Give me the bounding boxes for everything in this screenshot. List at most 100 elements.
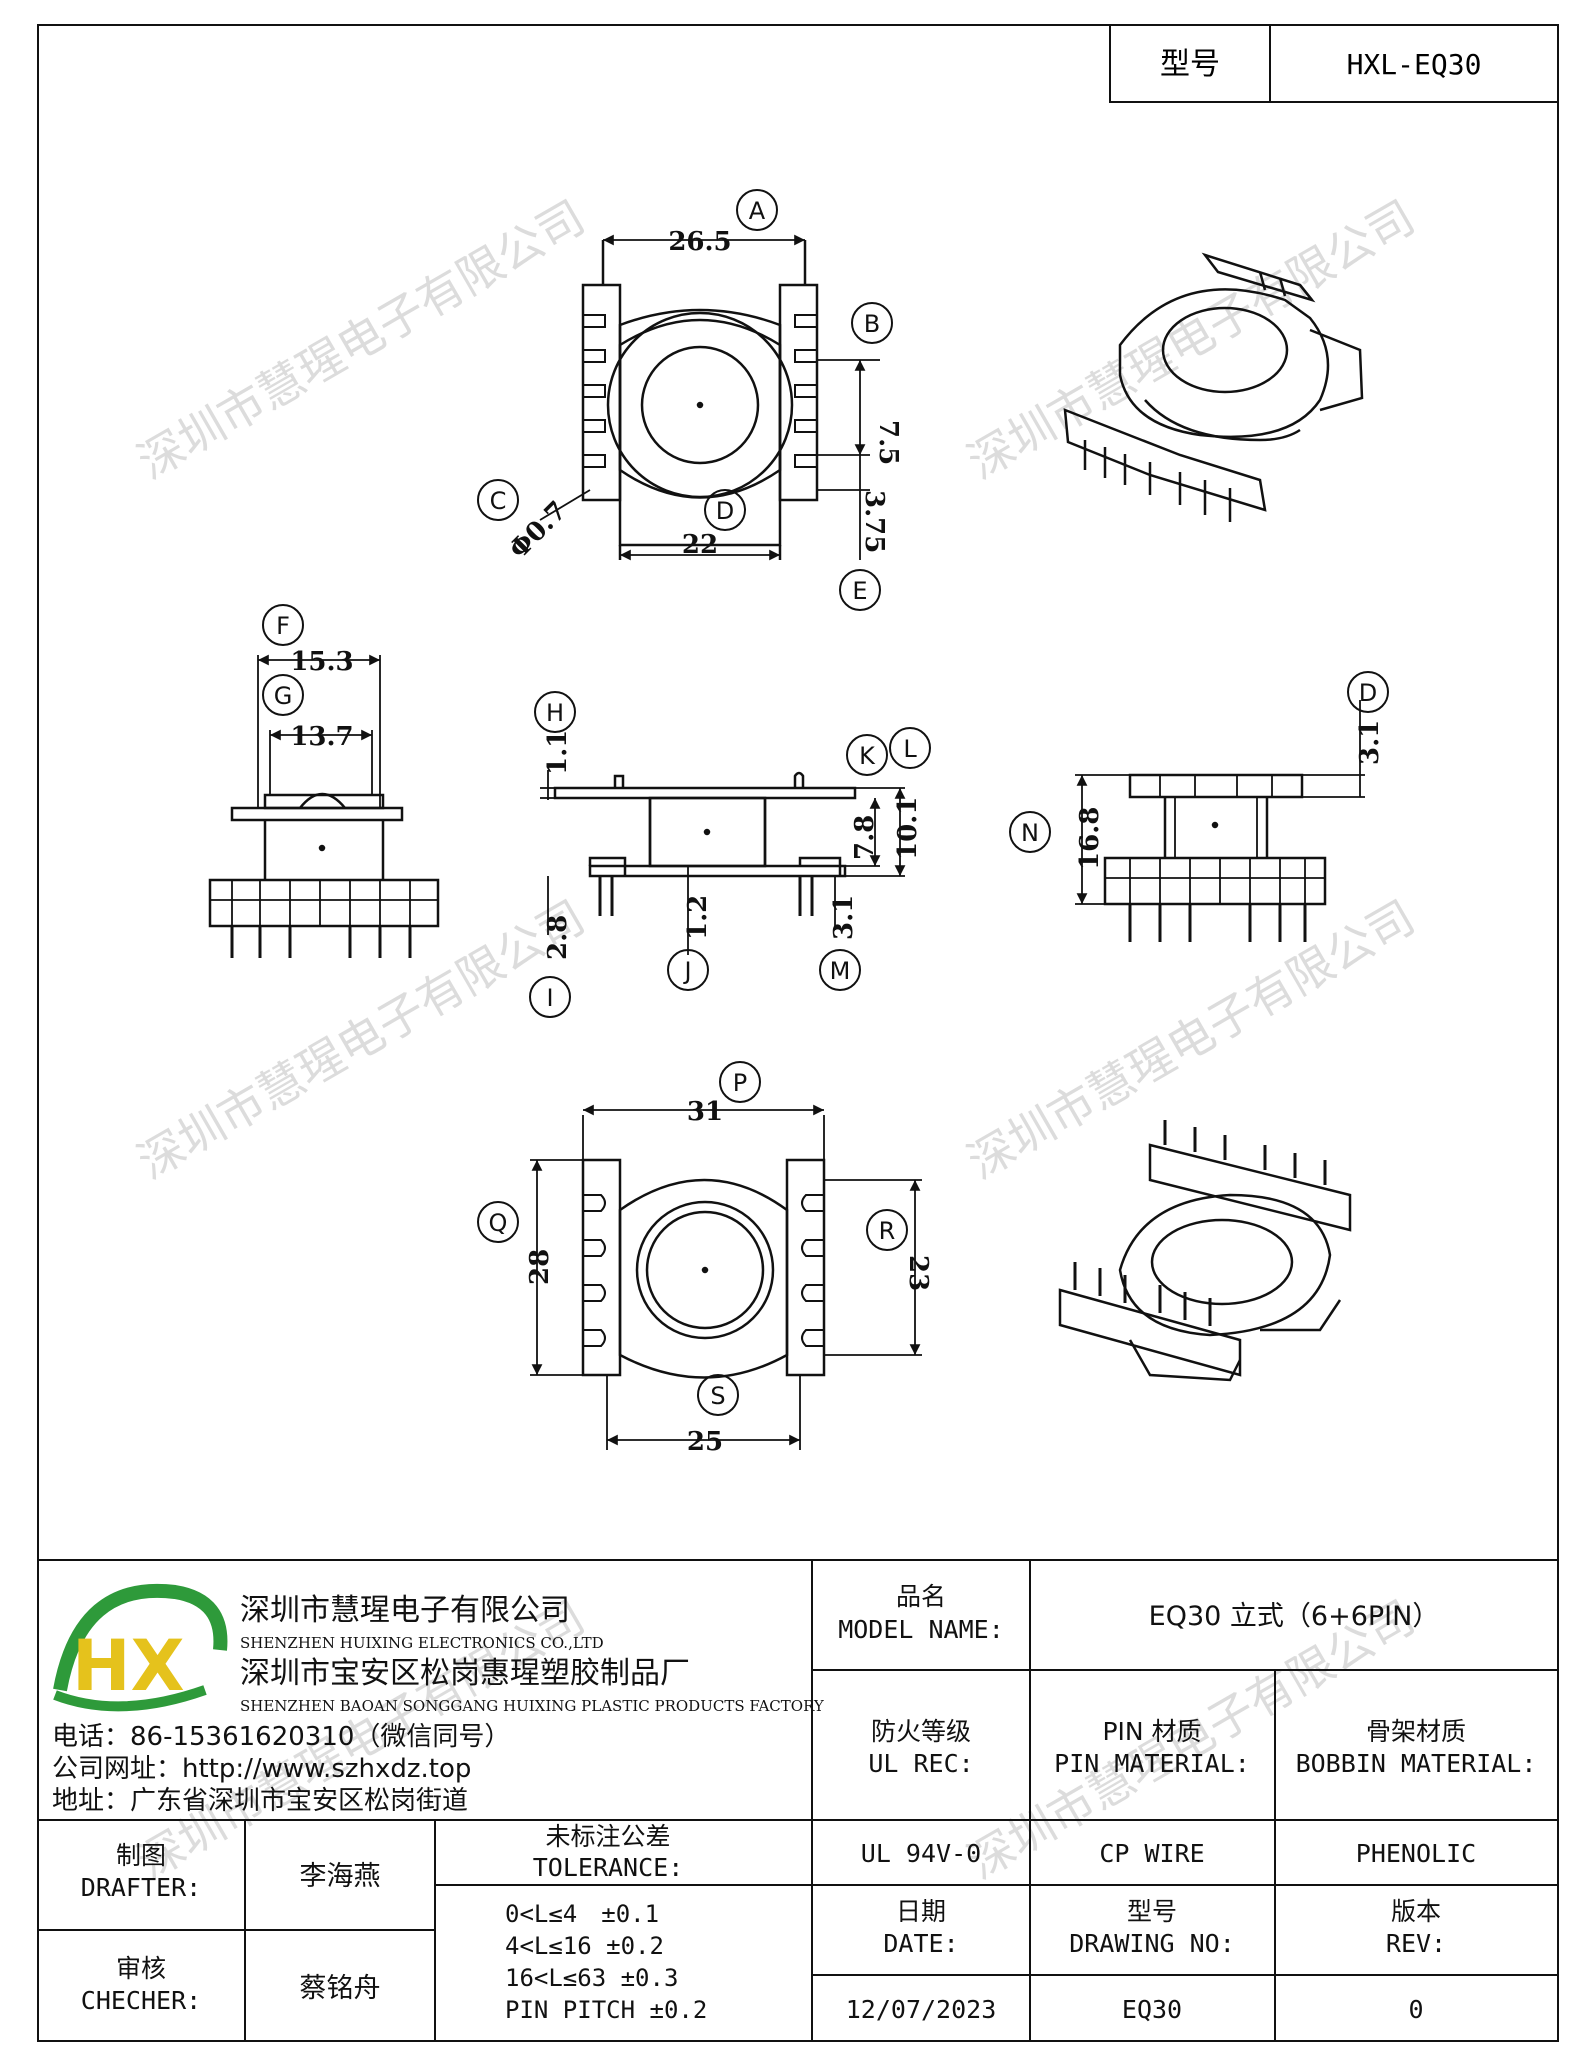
date-cn: 日期 xyxy=(896,1897,946,1926)
drawing-no-cn: 型号 xyxy=(1127,1897,1177,1926)
ul-rec-en: UL REC: xyxy=(868,1749,973,1778)
company-website: 公司网址：http://www.szhxdz.top xyxy=(52,1754,471,1784)
callout-g: G xyxy=(274,682,293,710)
isometric-view-bottom xyxy=(1058,1120,1352,1382)
header-model-label: 型号 xyxy=(1160,47,1220,82)
top-view-dims: 26.5 22 7.5 3.75 Φ0.7 xyxy=(504,227,903,565)
tolerance-cn: 未标注公差 xyxy=(545,1822,670,1851)
company-address: 地址：广东省深圳市宝安区松岗街道 xyxy=(52,1786,468,1816)
checker-cn: 审核 xyxy=(116,1954,166,1983)
checker-en: CHECHER: xyxy=(81,1986,201,2015)
tolerance-lines: 0<L≤4 ±0.1 4<L≤16 ±0.2 16<L≤63 ±0.3 PIN … xyxy=(505,1900,707,2024)
callout-r: R xyxy=(879,1217,896,1245)
dim-q-value: 28 xyxy=(525,1249,555,1285)
dim-r-value: 23 xyxy=(903,1255,933,1291)
company-name-cn-2: 深圳市宝安区松岗惠瑆塑胶制品厂 xyxy=(240,1656,690,1691)
checker-name: 蔡铭舟 xyxy=(300,1973,381,2004)
dim-s-value: 25 xyxy=(687,1427,723,1457)
watermark-text: 深圳市慧瑆电子有限公司 xyxy=(959,190,1424,490)
dim-l-value: 10.1 xyxy=(893,797,923,860)
isometric-view-top xyxy=(1063,252,1364,522)
top-view-drawing xyxy=(539,234,880,561)
bobbin-material-en: BOBBIN MATERIAL: xyxy=(1296,1749,1537,1778)
top-view-callouts xyxy=(477,189,893,611)
ul-rec-value: UL 94V-0 xyxy=(861,1839,981,1868)
company-logo: HX xyxy=(53,1583,228,1712)
callout-l: L xyxy=(903,735,917,763)
drawing-no-en: DRAWING NO: xyxy=(1069,1929,1235,1958)
dim-a-value: 26.5 xyxy=(668,227,731,257)
pin-material-cn: PIN 材质 xyxy=(1102,1717,1201,1746)
watermark-text: 深圳市慧瑆电子有限公司 xyxy=(129,190,594,490)
dim-h-value: 1.1 xyxy=(543,730,573,775)
rev-cn: 版本 xyxy=(1391,1897,1441,1926)
dim-p-value: 31 xyxy=(687,1097,723,1127)
bobbin-material-value: PHENOLIC xyxy=(1356,1839,1476,1868)
callout-b: B xyxy=(864,310,880,338)
callout-c: C xyxy=(490,487,507,515)
callout-i: I xyxy=(546,984,553,1012)
rev-en: REV: xyxy=(1386,1929,1446,1958)
dim-e-value: 3.75 xyxy=(859,490,889,553)
model-name-cn: 品名 xyxy=(896,1582,946,1611)
dim-b-value: 7.5 xyxy=(873,420,903,465)
ul-rec-cn: 防火等级 xyxy=(871,1717,971,1746)
tolerance-en: TOLERANCE: xyxy=(533,1853,684,1882)
title-block-text: 品名 MODEL NAME: EQ30 立式（6+6PIN） 防火等级 UL R… xyxy=(81,1582,1537,2024)
callout-k: K xyxy=(859,742,876,770)
bottom-view-drawing xyxy=(530,1104,922,1450)
callout-a: A xyxy=(749,197,766,225)
watermark-text: 深圳市慧瑆电子有限公司 xyxy=(129,890,594,1190)
callout-d2: D xyxy=(1359,679,1377,707)
dim-k-value: 7.8 xyxy=(850,815,880,860)
company-name-cn-1: 深圳市慧瑆电子有限公司 xyxy=(240,1593,570,1628)
header-model-box: 型号 HXL-EQ30 xyxy=(1109,24,1559,103)
drafter-en: DRAFTER: xyxy=(81,1873,201,1902)
pin-material-value: CP WIRE xyxy=(1099,1839,1204,1868)
drawing-no-value: EQ30 xyxy=(1122,1995,1182,2024)
callout-n: N xyxy=(1021,819,1039,847)
dim-g-value: 13.7 xyxy=(290,722,353,752)
pin-material-en: PIN MATERIAL: xyxy=(1054,1749,1250,1778)
tolerance-line: 0<L≤4 ±0.1 xyxy=(505,1900,659,1928)
logo-letters: HX xyxy=(72,1625,185,1707)
company-name-en-2: SHENZHEN BAOAN SONGGANG HUIXING PLASTIC … xyxy=(240,1697,825,1715)
company-name-en-1: SHENZHEN HUIXING ELECTRONICS CO.,LTD xyxy=(240,1634,604,1652)
title-block xyxy=(38,1559,1558,2041)
dim-m-value: 3.1 xyxy=(829,895,859,940)
dim-n-value: 16.8 xyxy=(1075,807,1105,870)
callout-f: F xyxy=(276,612,290,640)
callout-p: P xyxy=(733,1069,747,1097)
rev-value: 0 xyxy=(1408,1995,1423,2024)
model-name-value: EQ30 立式（6+6PIN） xyxy=(1149,1601,1440,1632)
date-en: DATE: xyxy=(883,1929,958,1958)
tolerance-line: 16<L≤63 ±0.3 xyxy=(505,1964,678,1992)
company-phone: 电话：86-15361620310（微信同号） xyxy=(52,1722,510,1752)
dim-i-value: 2.8 xyxy=(543,915,573,960)
callout-s: S xyxy=(710,1382,725,1410)
drafter-cn: 制图 xyxy=(116,1841,166,1870)
side-view-fg-drawing xyxy=(208,654,440,958)
dim-f-value: 15.3 xyxy=(290,647,353,677)
side-view-dn-drawing xyxy=(1075,700,1365,942)
dim-j-value: 1.2 xyxy=(683,895,713,940)
callout-q: Q xyxy=(489,1209,508,1237)
model-name-en: MODEL NAME: xyxy=(838,1615,1004,1644)
tolerance-line: 4<L≤16 ±0.2 xyxy=(505,1932,664,1960)
drafter-name: 李海燕 xyxy=(300,1861,381,1892)
front-view-hm-drawing xyxy=(540,770,906,955)
tolerance-line: PIN PITCH ±0.2 xyxy=(505,1996,707,2024)
company-info: 深圳市慧瑆电子有限公司 SHENZHEN HUIXING ELECTRONICS… xyxy=(52,1593,825,1816)
callout-e: E xyxy=(852,577,867,605)
callout-j: J xyxy=(682,957,691,985)
date-value: 12/07/2023 xyxy=(846,1995,997,2024)
header-model-value: HXL-EQ30 xyxy=(1347,48,1482,81)
callout-m: M xyxy=(830,957,851,985)
dim-d2-value: 3.1 xyxy=(1355,720,1385,765)
bobbin-material-cn: 骨架材质 xyxy=(1366,1717,1466,1746)
callout-d: D xyxy=(716,497,734,525)
dim-d-value: 22 xyxy=(682,530,718,560)
callout-h: H xyxy=(546,699,564,727)
sheet-border xyxy=(37,24,1559,2042)
